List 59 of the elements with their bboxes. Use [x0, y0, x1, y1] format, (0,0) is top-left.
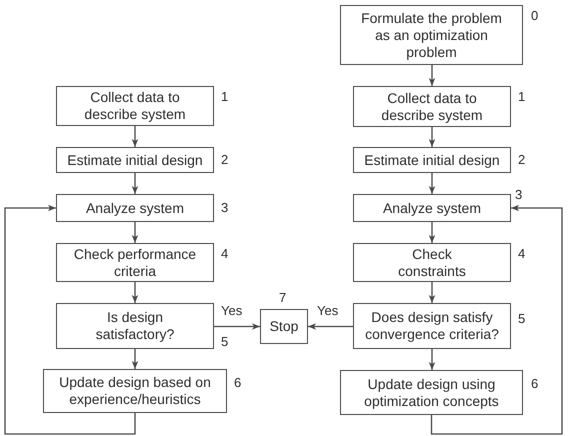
edge-label: Yes	[221, 303, 242, 318]
step-text: Check constraints	[397, 246, 467, 280]
arrow	[4, 204, 136, 435]
step-number: 0	[531, 8, 538, 23]
process-box	[56, 86, 214, 126]
process-box	[353, 147, 511, 173]
process-box	[353, 194, 511, 222]
arrow	[132, 173, 138, 194]
step-text: Collect data to describe system	[380, 90, 484, 124]
process-box	[56, 243, 214, 282]
step-number: 6	[234, 375, 242, 390]
step-text: Analyze system	[86, 200, 184, 216]
arrow	[428, 349, 436, 370]
step-number: 1	[221, 89, 228, 104]
process-box	[56, 147, 214, 173]
step-text: Check performance criteria	[72, 246, 198, 280]
step-text: Is design satisfactory?	[94, 309, 176, 343]
process-box	[56, 194, 214, 222]
step-text: Estimate initial design	[67, 152, 203, 168]
process-box	[353, 86, 511, 127]
step-text: Does design satisfy convergence criteria?	[364, 309, 500, 343]
arrow	[428, 173, 436, 194]
step-number: 4	[518, 246, 526, 261]
step-number: 5	[221, 334, 228, 349]
arrow	[428, 127, 436, 147]
arrow	[214, 323, 260, 330]
step-text: Update design based on experience/heuristics	[58, 374, 212, 408]
arrow	[428, 65, 436, 86]
process-box	[56, 303, 214, 349]
step-text: Estimate initial design	[364, 152, 500, 168]
arrow	[308, 323, 353, 330]
step-number: 4	[221, 246, 228, 261]
arrow	[132, 282, 138, 303]
arrow	[132, 349, 138, 369]
step-text: Stop	[270, 318, 298, 335]
process-box	[43, 369, 227, 413]
process-box	[260, 309, 308, 344]
arrow	[132, 126, 138, 147]
arrow	[428, 222, 436, 243]
process-box	[353, 303, 511, 349]
process-box	[353, 243, 511, 282]
arrow	[430, 204, 563, 435]
step-number: 5	[518, 311, 526, 326]
process-box	[340, 370, 523, 415]
step-number: 6	[531, 376, 538, 391]
step-text: Collect data to describe system	[83, 89, 187, 123]
step-number: 3	[515, 187, 522, 202]
step-number: 3	[221, 200, 228, 215]
step-text: Formulate the problem as an optimization problem	[360, 10, 503, 60]
arrow	[428, 282, 436, 303]
step-number: 2	[518, 152, 526, 167]
edge-label: Yes	[317, 303, 338, 318]
step-number: 2	[221, 152, 228, 167]
step-text: Update design using optimization concepts	[363, 376, 500, 410]
step-number: 7	[279, 290, 286, 305]
arrow	[132, 222, 138, 243]
step-text: Analyze system	[382, 200, 482, 216]
step-number: 1	[518, 89, 526, 104]
process-box	[340, 5, 523, 65]
